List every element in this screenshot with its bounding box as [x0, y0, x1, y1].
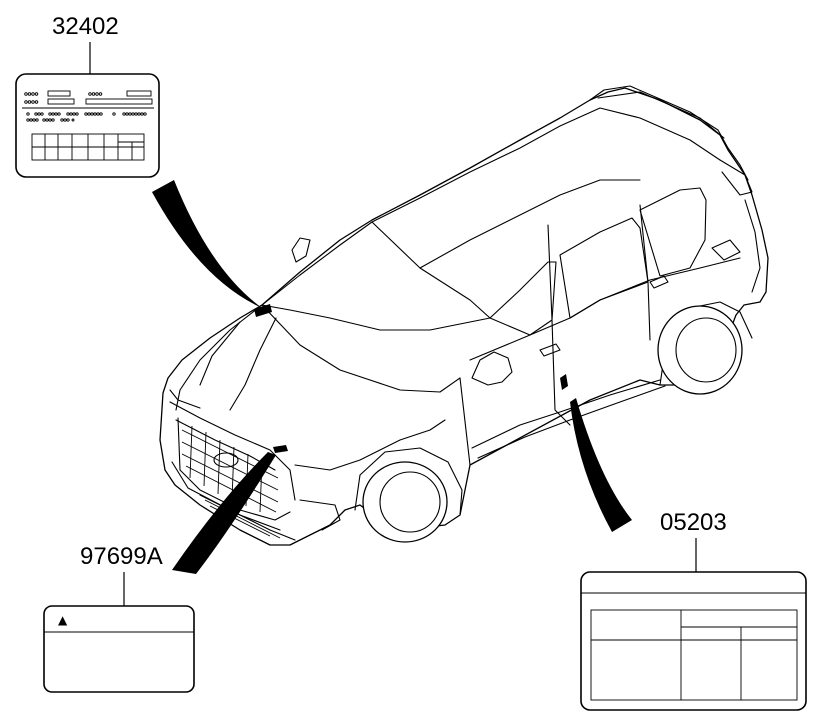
warning-triangle-icon: ▲: [58, 613, 68, 627]
part-number-97699A: 97699A: [80, 543, 163, 570]
label-05203-group: 05203: [580, 509, 807, 711]
leader-05203: [570, 398, 632, 532]
leader-97699A: [172, 452, 276, 574]
marker-front-label: [273, 445, 288, 453]
marker-hood-label: [254, 304, 272, 317]
label-97699A-group: 97699A ▲: [43, 543, 195, 693]
label-97699A-card: [43, 605, 195, 693]
label-05203-card: [580, 571, 807, 711]
label-32402-group: 32402: [15, 13, 160, 178]
leader-32402: [152, 180, 262, 308]
part-number-32402: 32402: [52, 13, 119, 40]
vehicle-illustration: [159, 85, 769, 546]
marker-door-label: [560, 374, 568, 390]
label-32402-card: [15, 73, 160, 178]
part-number-05203: 05203: [660, 509, 727, 536]
